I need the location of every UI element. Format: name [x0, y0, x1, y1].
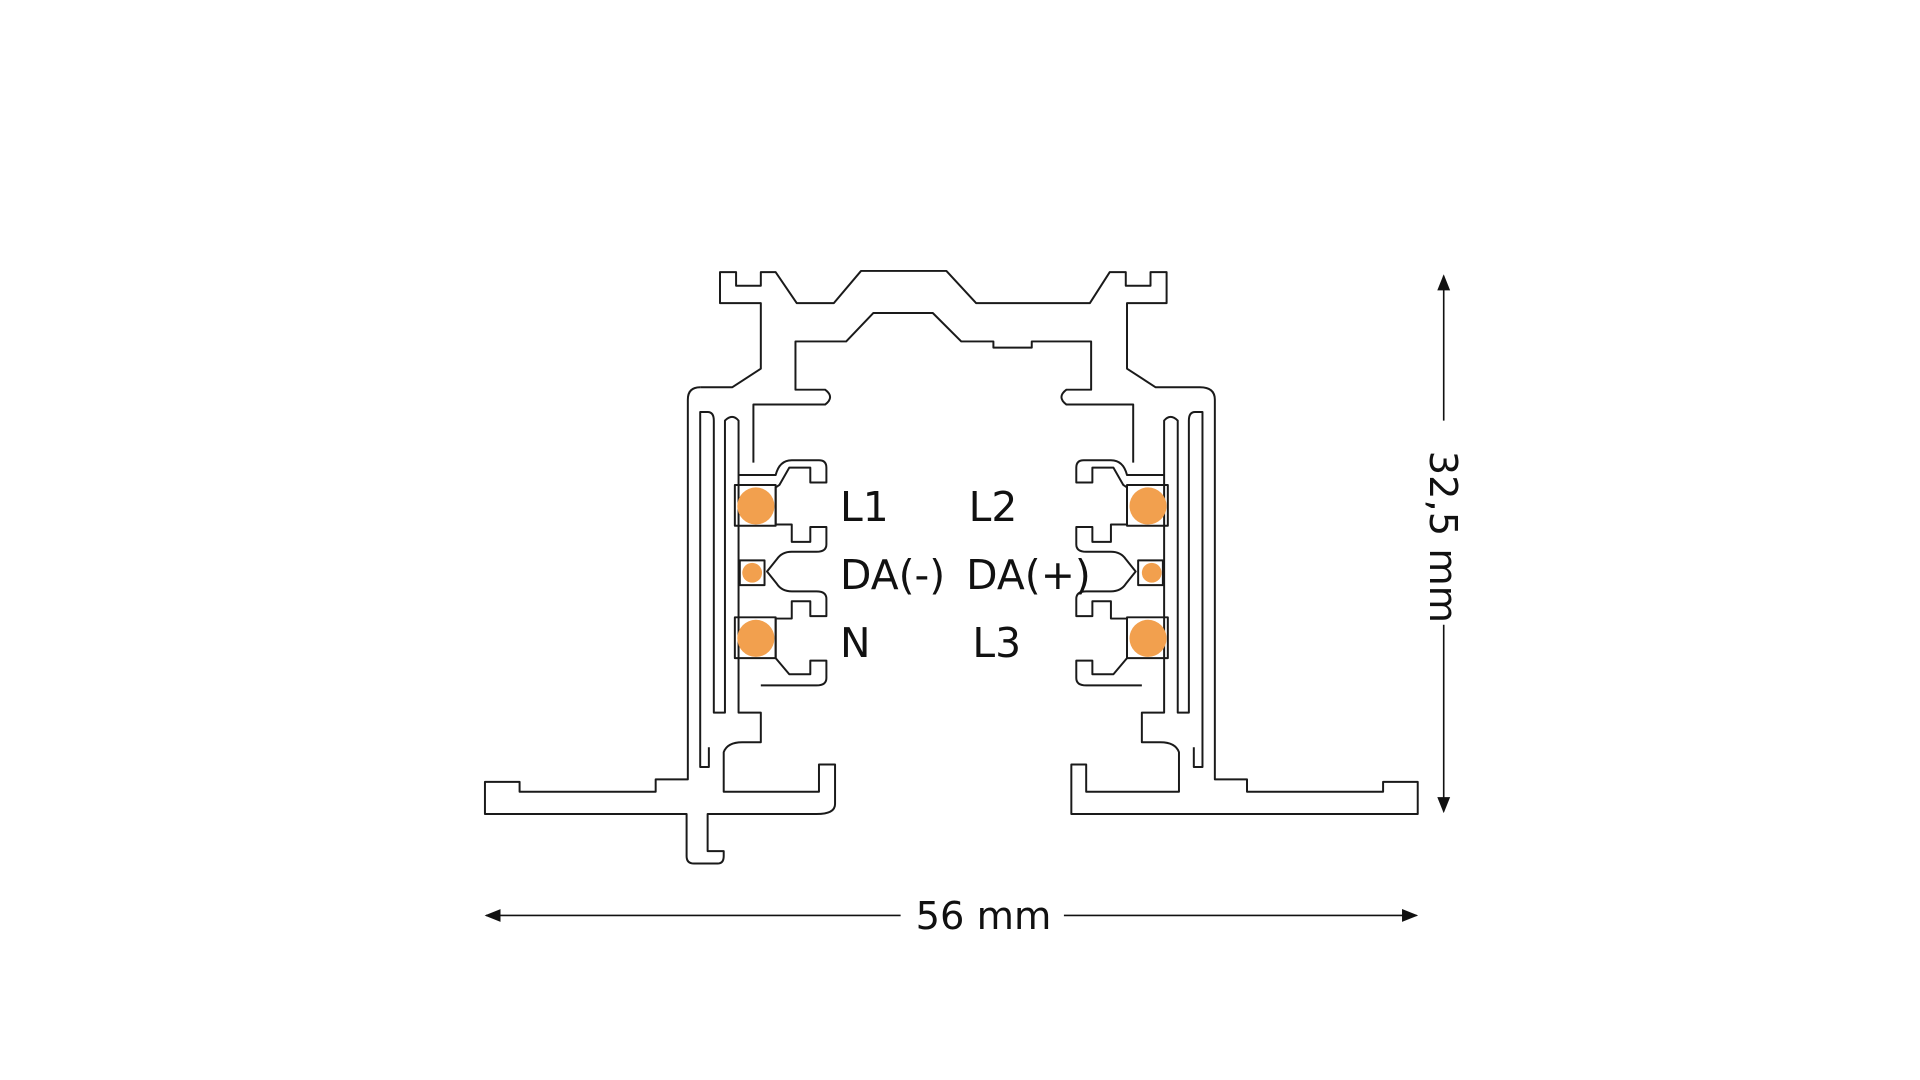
profile-top-outline	[700, 269, 1200, 389]
conductor-l3	[1129, 619, 1167, 657]
conductor-da-plus	[1141, 562, 1162, 583]
conductor-l2	[1129, 487, 1167, 525]
conductor-da-minus	[742, 562, 763, 583]
width-dimension-label: 56 mm	[916, 894, 1052, 939]
label-l3: L3	[972, 619, 1021, 667]
label-l2: L2	[969, 483, 1018, 531]
right-wall-outline	[1070, 386, 1419, 816]
label-n: N	[840, 619, 871, 667]
label-da-minus: DA(-)	[840, 551, 945, 599]
label-da-plus: DA(+)	[966, 551, 1091, 599]
height-dimension-label: 32,5 mm	[1420, 451, 1465, 623]
label-l1: L1	[840, 483, 889, 531]
profile-inner-outline	[752, 312, 1135, 463]
conductor-n	[737, 619, 775, 657]
left-wall-outline	[483, 386, 837, 865]
conductor-l1	[737, 487, 775, 525]
